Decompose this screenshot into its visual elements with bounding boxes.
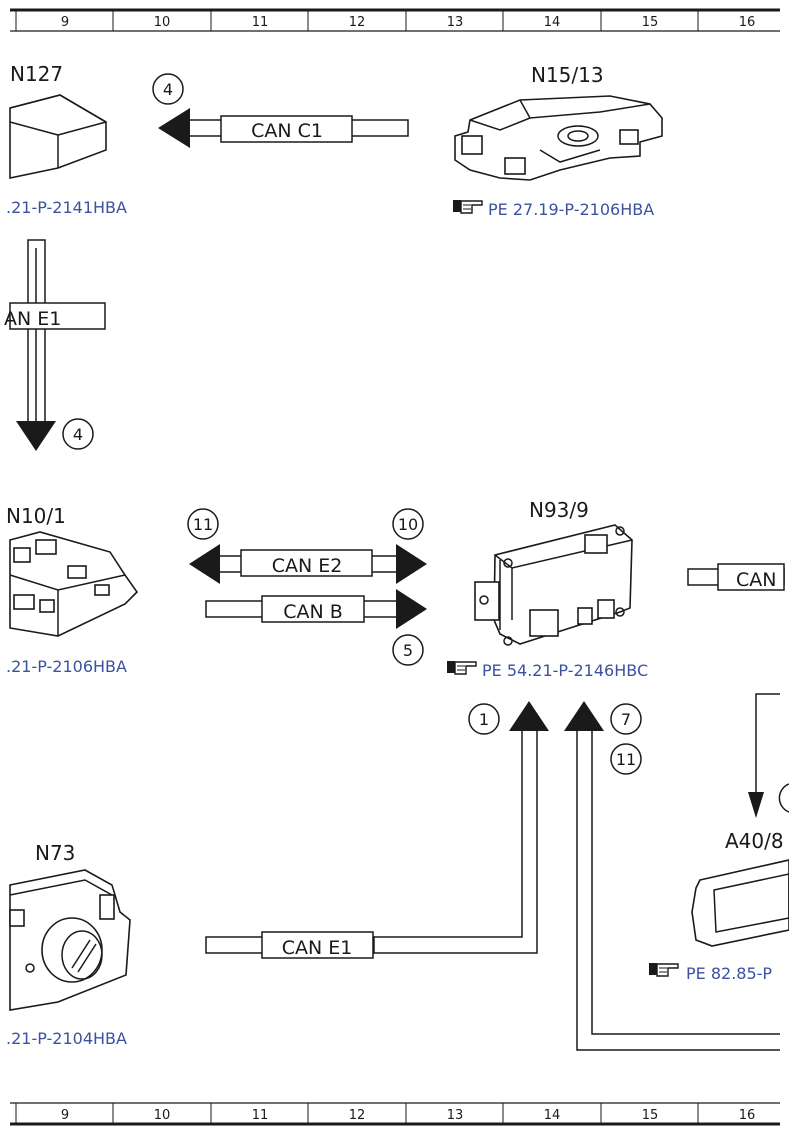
arrow-up-icon <box>509 701 549 731</box>
bus-can-e1-bottom: CAN E1 <box>205 931 375 959</box>
ruler-col-14: 14 <box>544 15 561 30</box>
module-n127-icon <box>9 94 107 179</box>
ruler-col-10: 10 <box>154 15 171 30</box>
arrow-left-icon <box>158 108 190 148</box>
pointing-hand-icon <box>453 200 483 214</box>
motor-module-n15-13-icon <box>454 95 663 181</box>
marker-can-b: 5 <box>403 641 413 660</box>
component-label-n73: N73 <box>35 841 75 865</box>
component-a40-8[interactable]: A40/8 PE 82.85-P <box>649 829 789 983</box>
component-label-n93-9: N93/9 <box>529 498 589 522</box>
ruler-col-11: 11 <box>252 15 269 30</box>
marker-up-right-b: 11 <box>616 750 636 769</box>
component-label-n15-13: N15/13 <box>531 63 604 87</box>
component-n73[interactable]: N73 .21-P-2104HBA <box>6 841 131 1048</box>
bus-can-right: CAN <box>687 563 785 591</box>
ruler-bottom-col-12: 12 <box>349 1108 366 1123</box>
control-unit-n93-9-icon <box>474 524 633 646</box>
component-label-a40-8: A40/8 <box>725 829 784 853</box>
display-a40-8-icon <box>691 859 789 947</box>
bus-can-e1-vertical: AN E1 4 <box>4 239 106 451</box>
ruler-bottom-col-15: 15 <box>642 1108 659 1123</box>
ruler-bottom-col-14: 14 <box>544 1108 561 1123</box>
reference-link-n73[interactable]: .21-P-2104HBA <box>6 1029 127 1048</box>
ruler-bottom-col-16: 16 <box>739 1108 756 1123</box>
bus-label-can-right: CAN <box>736 569 776 591</box>
marker-can-e2-right: 10 <box>398 515 418 534</box>
bus-label-can-e1-bottom: CAN E1 <box>282 937 353 959</box>
component-label-n127: N127 <box>10 62 63 86</box>
ruler-bottom-col-10: 10 <box>154 1108 171 1123</box>
ignition-switch-n73-icon <box>9 869 131 1011</box>
marker-can-e2-left: 11 <box>193 515 213 534</box>
bus-can-b: CAN B 5 <box>205 589 427 666</box>
component-label-n10-1: N10/1 <box>6 504 66 528</box>
bus-right-down <box>748 693 789 818</box>
arrow-right-icon <box>396 544 427 584</box>
component-n127[interactable]: N127 .21-P-2141HBA <box>6 62 127 217</box>
ruler-bottom-col-9: 9 <box>61 1108 69 1123</box>
ruler-col-13: 13 <box>447 15 464 30</box>
marker-up-right-a: 7 <box>621 710 631 729</box>
bus-can-e2: CAN E2 11 10 <box>187 508 427 584</box>
bus-label-can-c1: CAN C1 <box>251 120 323 142</box>
component-n10-1[interactable]: N10/1 .21-P-2106HBA <box>6 504 139 676</box>
fuse-relay-module-n10-1-icon <box>9 531 139 637</box>
component-n15-13[interactable]: N15/13 PE 27.19-P-2106HBA <box>453 63 663 219</box>
bottom-ruler: 9 10 11 12 13 14 15 16 <box>10 1102 780 1126</box>
bus-label-can-e1-vertical: AN E1 <box>4 308 61 330</box>
bus-up-arrow-right: 7 11 <box>564 701 780 1051</box>
ruler-col-15: 15 <box>642 15 659 30</box>
bus-label-can-e2: CAN E2 <box>272 555 343 577</box>
ruler-col-16: 16 <box>739 15 756 30</box>
arrow-right-icon <box>396 589 427 629</box>
arrow-down-icon <box>748 792 764 818</box>
bus-up-arrow-left: 1 <box>374 701 549 954</box>
pointing-hand-icon <box>447 661 477 675</box>
reference-link-a40-8[interactable]: PE 82.85-P <box>686 964 772 983</box>
arrow-down-icon <box>16 421 56 451</box>
bus-can-c1: CAN C1 4 <box>152 73 409 148</box>
pointing-hand-icon <box>649 963 679 977</box>
marker-can-e1-vertical: 4 <box>73 425 83 444</box>
reference-link-n127[interactable]: .21-P-2141HBA <box>6 198 127 217</box>
ruler-bottom-col-13: 13 <box>447 1108 464 1123</box>
marker-can-c1: 4 <box>163 80 173 99</box>
top-ruler: 9 10 11 12 13 14 15 16 <box>10 8 780 32</box>
reference-link-n15-13[interactable]: PE 27.19-P-2106HBA <box>488 200 654 219</box>
reference-link-n93-9[interactable]: PE 54.21-P-2146HBC <box>482 661 648 680</box>
ruler-col-12: 12 <box>349 15 366 30</box>
bus-label-can-b: CAN B <box>283 601 343 623</box>
arrow-left-icon <box>189 544 220 584</box>
ruler-bottom-col-11: 11 <box>252 1108 269 1123</box>
reference-link-n10-1[interactable]: .21-P-2106HBA <box>6 657 127 676</box>
ruler-col-9: 9 <box>61 15 69 30</box>
marker-up-left: 1 <box>479 710 489 729</box>
arrow-up-icon <box>564 701 604 731</box>
component-n93-9[interactable]: N93/9 PE 54.21-P-2146HBC <box>447 498 648 680</box>
